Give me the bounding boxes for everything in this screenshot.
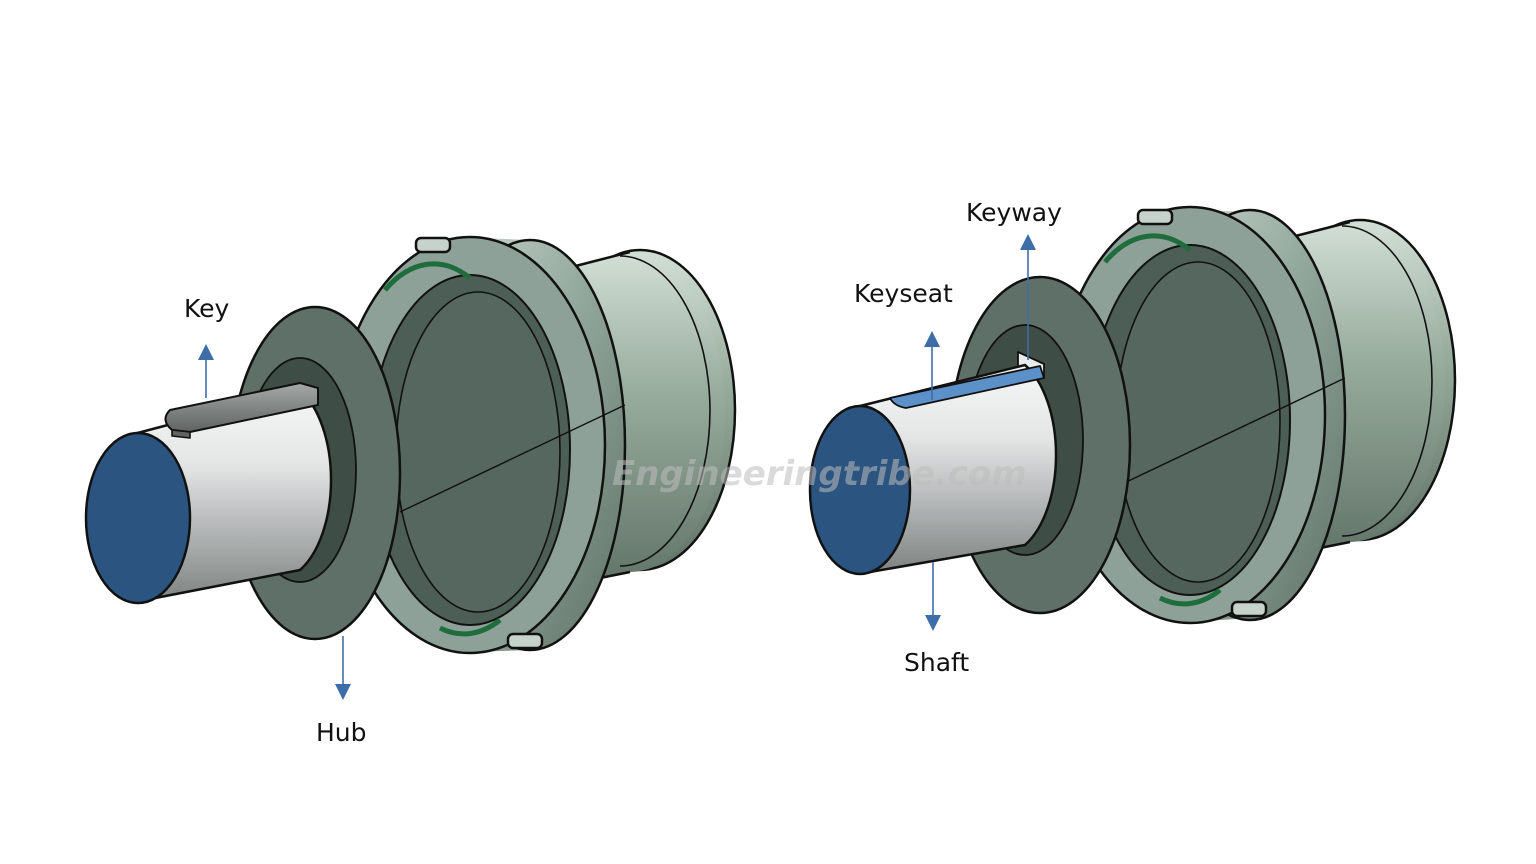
keyway-arrow [1020,234,1036,360]
left-shaft [84,388,333,605]
label-key: Key [184,294,230,323]
right-assembly [808,205,1457,625]
label-keyseat: Keyseat [854,279,953,308]
left-main-flange [333,235,627,655]
keyseat-arrow [924,331,940,400]
hub-arrow [335,636,351,700]
right-main-flange [1053,205,1347,625]
right-shaft [808,363,1058,576]
label-shaft: Shaft [904,648,970,677]
callout-arrows [198,234,1036,700]
right-keyseat-groove [889,365,1045,409]
left-key [164,382,319,439]
shaft-arrow [925,562,941,631]
label-hub: Hub [316,718,367,747]
left-assembly [84,235,737,655]
label-keyway: Keyway [966,198,1062,227]
watermark: Engineeringtribe.com [612,454,1027,494]
key-arrow [198,344,214,398]
